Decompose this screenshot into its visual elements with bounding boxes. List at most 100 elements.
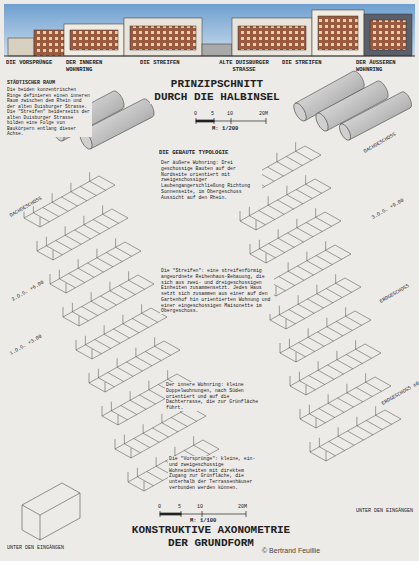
column-line bbox=[316, 285, 317, 294]
wall-line bbox=[277, 162, 293, 171]
column-line bbox=[70, 183, 71, 192]
vault-end bbox=[291, 101, 309, 123]
column-line bbox=[102, 406, 103, 416]
column-line bbox=[137, 468, 138, 477]
wall-line bbox=[121, 406, 137, 415]
column-line bbox=[300, 409, 301, 419]
wall-line bbox=[72, 312, 88, 321]
level-label: ERDGESCHOSS ±0.00 bbox=[380, 375, 419, 407]
wall-line bbox=[296, 151, 312, 160]
scale-number: 20M bbox=[259, 111, 268, 117]
wall-line bbox=[249, 216, 265, 225]
wall-line bbox=[298, 304, 314, 313]
wall-line bbox=[316, 217, 332, 226]
wall-line bbox=[346, 355, 362, 364]
scale-number: 20M bbox=[238, 504, 247, 510]
wall-line bbox=[337, 360, 353, 369]
column-line bbox=[365, 373, 366, 382]
wall-line bbox=[93, 220, 109, 229]
column-line bbox=[130, 391, 131, 400]
wall-line bbox=[127, 362, 143, 371]
wall-line bbox=[316, 256, 332, 265]
column-line bbox=[111, 402, 112, 411]
column-line bbox=[78, 259, 79, 268]
floor-slab bbox=[37, 209, 128, 260]
column-line bbox=[306, 252, 307, 261]
column-line bbox=[92, 349, 93, 359]
column-line bbox=[355, 340, 356, 349]
column-line bbox=[319, 438, 320, 447]
scale-bar bbox=[160, 511, 246, 517]
wall-line bbox=[130, 400, 146, 409]
wall-line bbox=[33, 213, 49, 222]
wall-line bbox=[69, 274, 85, 283]
section-label: DIE VORSPRÜNGE bbox=[6, 60, 56, 67]
wall-line bbox=[95, 340, 111, 349]
wall-line bbox=[181, 412, 197, 421]
wall-line bbox=[78, 268, 94, 277]
column-line bbox=[305, 175, 306, 184]
wall-line bbox=[317, 294, 333, 303]
column-line bbox=[174, 447, 175, 456]
wall-line bbox=[307, 261, 323, 270]
wall-line bbox=[286, 157, 302, 166]
wall-line bbox=[145, 352, 161, 361]
wall-line bbox=[106, 253, 122, 262]
column-line bbox=[249, 207, 250, 216]
column-line bbox=[63, 307, 64, 317]
column-line bbox=[306, 385, 307, 395]
basement-box bbox=[22, 483, 80, 540]
column-line bbox=[83, 216, 84, 225]
wall-line bbox=[288, 233, 304, 242]
column-line bbox=[295, 142, 296, 151]
column-line bbox=[240, 211, 241, 221]
wall-line bbox=[376, 415, 392, 424]
floor-slab bbox=[115, 407, 206, 458]
column-line bbox=[124, 435, 125, 444]
wall-line bbox=[155, 346, 171, 355]
wall-line bbox=[356, 349, 372, 358]
wall-line bbox=[357, 426, 373, 435]
column-line bbox=[298, 295, 299, 304]
column-line bbox=[156, 457, 157, 466]
column-line bbox=[309, 405, 310, 414]
wall-line bbox=[56, 241, 72, 250]
wall-line bbox=[119, 286, 135, 295]
drawing-title: PRINZIPSCHNITT DURCH DIE HALBINSEL bbox=[150, 78, 284, 104]
wall-line bbox=[327, 327, 343, 336]
wall-line bbox=[140, 395, 156, 404]
column-line bbox=[259, 240, 260, 249]
scale-number: 0 bbox=[194, 111, 197, 117]
wall-line bbox=[59, 279, 75, 288]
column-line bbox=[286, 186, 287, 195]
wall-line bbox=[147, 472, 163, 481]
scale-number: 10 bbox=[227, 111, 233, 117]
scale-number: 10 bbox=[197, 504, 203, 510]
column-line bbox=[66, 283, 67, 293]
column-line bbox=[109, 282, 110, 291]
column-line bbox=[280, 343, 281, 353]
column-line bbox=[326, 318, 327, 327]
column-line bbox=[356, 417, 357, 426]
scale-number: 0 bbox=[158, 504, 161, 510]
wall-line bbox=[366, 421, 382, 430]
column-line bbox=[115, 439, 116, 449]
column-line bbox=[279, 306, 280, 315]
column-line bbox=[131, 448, 132, 458]
wall-line bbox=[110, 291, 126, 300]
barrel-vaults bbox=[49, 71, 411, 151]
column-line bbox=[40, 217, 41, 227]
level-label: 3.O.G. +9.00 bbox=[370, 197, 406, 221]
wall-line bbox=[259, 211, 275, 220]
wall-line bbox=[143, 433, 159, 442]
column-line bbox=[89, 373, 90, 383]
section-label: ALTE DUISBURGER STRASSE bbox=[214, 60, 274, 73]
wall-line bbox=[117, 367, 133, 376]
wall-line bbox=[338, 398, 354, 407]
floor-slab bbox=[310, 410, 401, 461]
column-line bbox=[102, 205, 103, 214]
wall-line bbox=[356, 388, 372, 397]
scale-number: 5 bbox=[211, 111, 214, 117]
wall-line bbox=[296, 190, 312, 199]
